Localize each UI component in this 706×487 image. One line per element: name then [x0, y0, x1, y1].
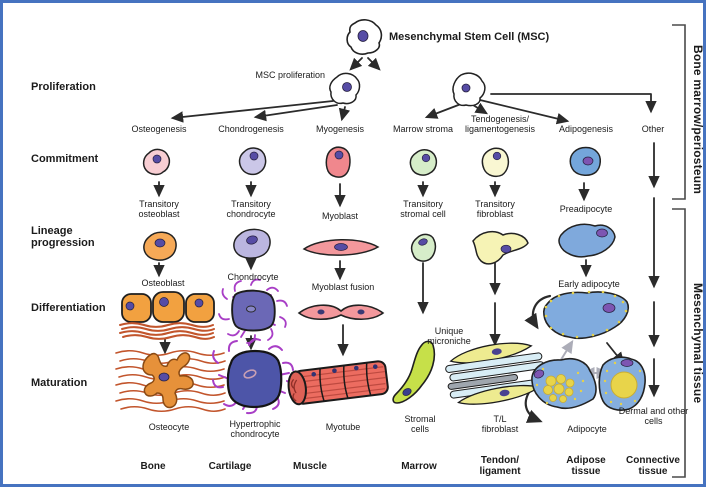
myogenesis-progenitor-icon — [325, 146, 351, 178]
msc-proliferation-label: MSC proliferation — [255, 70, 325, 80]
dermal-other-cells-label: Dermal and other cells — [618, 406, 689, 427]
tissue-tendon-ligament-label: Tendon/ ligament — [479, 455, 521, 478]
adipogenesis-label: Adipogenesis — [558, 124, 614, 134]
stage-differentiation-label: Differentiation — [31, 302, 106, 314]
transitory-fibroblast-icon — [472, 230, 529, 265]
preadipocyte-label: Preadipocyte — [559, 204, 613, 214]
transitory-stromal-cell-icon — [410, 233, 437, 262]
tendogenesis-progenitor-icon — [481, 147, 510, 178]
chondrocyte-label: Chondrocyte — [227, 272, 279, 282]
stromal-cells-label: Stromal cells — [404, 414, 436, 435]
preadipocyte-icon — [558, 223, 616, 258]
hypertrophic-chondrocyte-label: Hypertrophic chondrocyte — [229, 419, 281, 440]
transitory-chondrocyte-label: Transitory chondrocyte — [226, 199, 276, 220]
myoblast-label: Myoblast — [321, 211, 358, 221]
msc-proliferation-cells-icon — [329, 72, 486, 107]
tissue-cartilage-label: Cartilage — [208, 461, 252, 472]
msc-cell-icon — [346, 19, 383, 55]
bone-marrow-periosteum-label: Bone marrow/periosteum — [691, 45, 705, 195]
other-label: Other — [641, 124, 665, 134]
transitory-fibroblast-label: Transitory fibroblast — [475, 199, 515, 220]
tissue-muscle-label: Muscle — [293, 461, 327, 472]
early-adipocyte-illustration — [542, 290, 630, 340]
early-adipocyte-label: Early adipocyte — [558, 279, 620, 289]
myoblast-fusion-illustration — [297, 304, 385, 321]
marrow-stroma-label: Marrow stroma — [392, 124, 453, 134]
tendogenesis-label: Tendogenesis/ ligamentogenesis — [464, 114, 536, 135]
transitory-chondrocyte-icon — [233, 228, 271, 259]
hypertrophic-chondrocyte-illustration — [212, 338, 294, 415]
osteocyte-label: Osteocyte — [148, 422, 190, 432]
marrow-stroma-progenitor-icon — [409, 148, 438, 176]
transitory-stromal-cell-label: Transitory stromal cell — [400, 199, 446, 220]
myoblast-icon — [302, 239, 380, 256]
unique-microniche-label: Unique microniche — [427, 326, 471, 347]
adipocyte-label: Adipocyte — [567, 424, 607, 434]
osteogenesis-progenitor-icon — [142, 148, 171, 176]
tissue-bone-label: Bone — [140, 461, 166, 472]
transitory-osteoblast-label: Transitory osteoblast — [138, 199, 180, 220]
myoblast-fusion-label: Myoblast fusion — [311, 282, 375, 292]
adipogenesis-progenitor-icon — [569, 146, 601, 176]
diagram-title: Mesenchymal Stem Cell (MSC) — [389, 31, 550, 43]
stage-commitment-label: Commitment — [31, 153, 99, 165]
bracket-lines — [672, 24, 686, 478]
myotube-label: Myotube — [325, 422, 361, 432]
chondrogenesis-progenitor-icon — [238, 147, 267, 176]
adipocytes-illustration — [531, 356, 646, 411]
myotube-illustration — [287, 360, 389, 406]
mesenchymal-tissue-label: Mesenchymal tissue — [691, 283, 705, 404]
stage-maturation-label: Maturation — [31, 377, 88, 389]
osteoblast-illustration — [119, 291, 215, 340]
tissue-connective-label: Connective tissue — [626, 455, 680, 478]
chondrogenesis-label: Chondrogenesis — [218, 124, 284, 134]
chondrocyte-illustration — [218, 278, 288, 344]
tl-fibroblast-label: T/L fibroblast — [481, 414, 519, 435]
osteocyte-illustration — [115, 349, 226, 413]
stage-lineage-progression-label: Lineage progression — [31, 225, 95, 250]
stage-proliferation-label: Proliferation — [31, 81, 96, 93]
diagram-artwork — [115, 19, 686, 478]
osteogenesis-label: Osteogenesis — [131, 124, 187, 134]
stromal-cells-illustration — [392, 340, 436, 404]
transitory-osteoblast-icon — [143, 231, 177, 261]
myogenesis-label: Myogenesis — [315, 124, 365, 134]
tissue-marrow-label: Marrow — [401, 461, 437, 472]
flow-arrows — [153, 57, 660, 423]
tissue-adipose-label: Adipose tissue — [566, 455, 606, 478]
osteoblast-label: Osteoblast — [141, 278, 185, 288]
